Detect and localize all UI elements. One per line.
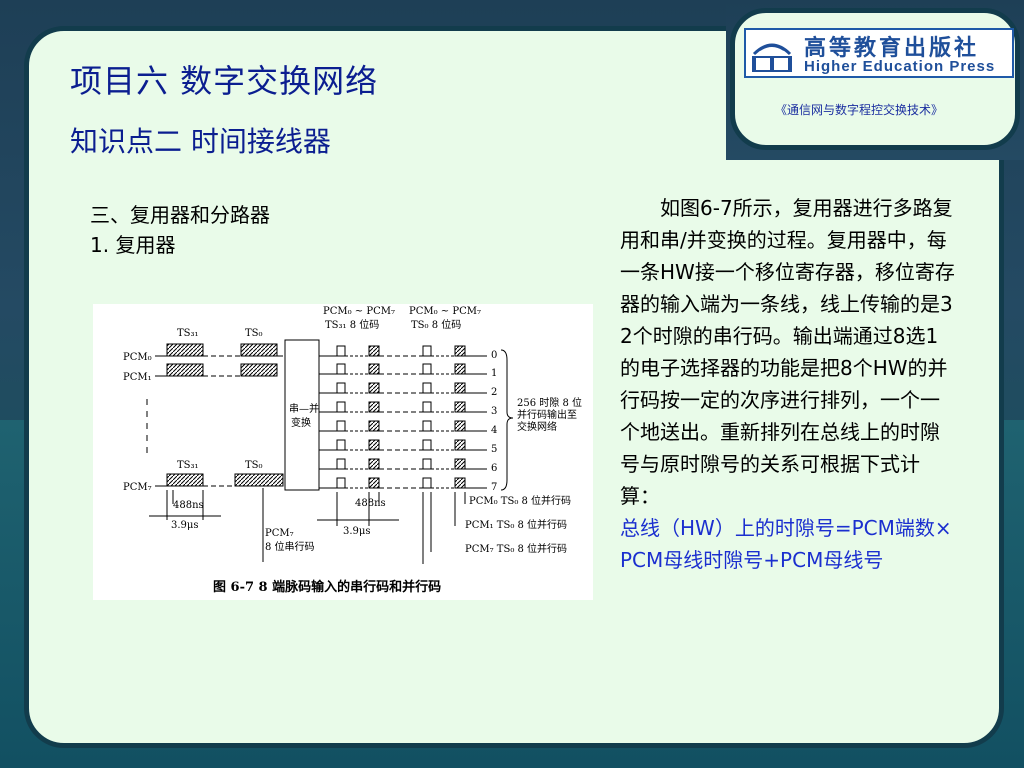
col2-head-2: TS₀ 8 位码 xyxy=(411,318,461,331)
pcm7-serial-1: PCM₇ xyxy=(265,528,294,539)
body-paragraph: 如图6-7所示，复用器进行多路复用和串/并变换的过程。复用器中，每一条HW接一个… xyxy=(620,196,955,508)
publisher-name-cn: 高等教育出版社 xyxy=(804,36,980,61)
par1-label: PCM₁ TS₀ 8 位并行码 xyxy=(465,518,567,531)
out-note-1: 256 时隙 8 位 xyxy=(517,396,582,409)
pcm7-serial-2: 8 位串行码 xyxy=(265,540,315,553)
us39-left: 3.9μs xyxy=(171,520,199,531)
ts0-top-label: TS₀ xyxy=(245,328,263,339)
col2-head-1: PCM₀ ~ PCM₇ xyxy=(409,306,481,317)
section-block: 三、复用器和分路器 1. 复用器 xyxy=(90,200,270,260)
ts0-bot-label: TS₀ xyxy=(245,460,263,471)
out-note-2: 并行码输出至 xyxy=(517,408,577,421)
page-subtitle: 知识点二 时间接线器 xyxy=(70,125,331,158)
ns488-left: 488ns xyxy=(173,500,204,511)
formula: 总线（HW）上的时隙号=PCM端数×PCM母线时隙号+PCM母线号 xyxy=(620,516,952,572)
ns488-mid: 488ns xyxy=(355,498,386,509)
figure-caption: 图 6-7 8 端脉码输入的串行码和并行码 xyxy=(213,580,442,595)
out-row-7: 7 xyxy=(491,482,497,493)
publisher-logo: 高等教育出版社 Higher Education Press xyxy=(744,28,1014,78)
out-row-0: 0 xyxy=(491,350,497,361)
pcm1-label: PCM₁ xyxy=(123,372,152,383)
par7-label: PCM₇ TS₀ 8 位并行码 xyxy=(465,542,567,555)
out-note-3: 交换网络 xyxy=(517,420,557,433)
page-title: 项目六 数字交换网络 xyxy=(70,62,379,100)
out-row-6: 6 xyxy=(491,463,497,474)
ts31-bot-label: TS₃₁ xyxy=(177,460,199,471)
multiplexer-diagram: TS₃₁ TS₀ PCM₀ PCM₁ TS₃₁ TS₀ PCM₇ 488ns 3… xyxy=(123,306,582,564)
out-row-1: 1 xyxy=(491,368,497,379)
pcm7-label: PCM₇ xyxy=(123,482,152,493)
col1-head-1: PCM₀ ~ PCM₇ xyxy=(323,306,395,317)
converter-label-2: 变换 xyxy=(291,416,311,429)
publisher-name-en: Higher Education Press xyxy=(804,58,996,75)
output-rows: 0 1 2 3 4 5 6 7 xyxy=(319,345,497,493)
section-item: 1. 复用器 xyxy=(90,233,176,257)
figure-6-7: TS₃₁ TS₀ PCM₀ PCM₁ TS₃₁ TS₀ PCM₇ 488ns 3… xyxy=(93,304,593,600)
par0-label: PCM₀ TS₀ 8 位并行码 xyxy=(469,494,571,507)
out-row-4: 4 xyxy=(491,425,497,436)
pcm0-label: PCM₀ xyxy=(123,352,152,363)
out-row-5: 5 xyxy=(491,444,497,455)
body-paragraph-block: 如图6-7所示，复用器进行多路复用和串/并变换的过程。复用器中，每一条HW接一个… xyxy=(620,192,955,576)
converter-label-1: 串—并 xyxy=(289,402,319,415)
out-row-3: 3 xyxy=(491,406,497,417)
section-heading: 三、复用器和分路器 xyxy=(90,203,270,227)
col1-head-2: TS₃₁ 8 位码 xyxy=(325,318,379,331)
book-title: 《通信网与数字程控交换技术》 xyxy=(775,103,944,117)
publisher-emblem-icon xyxy=(752,43,792,72)
ts31-top-label: TS₃₁ xyxy=(177,328,199,339)
out-row-2: 2 xyxy=(491,387,497,398)
us39-mid: 3.9μs xyxy=(343,526,371,537)
